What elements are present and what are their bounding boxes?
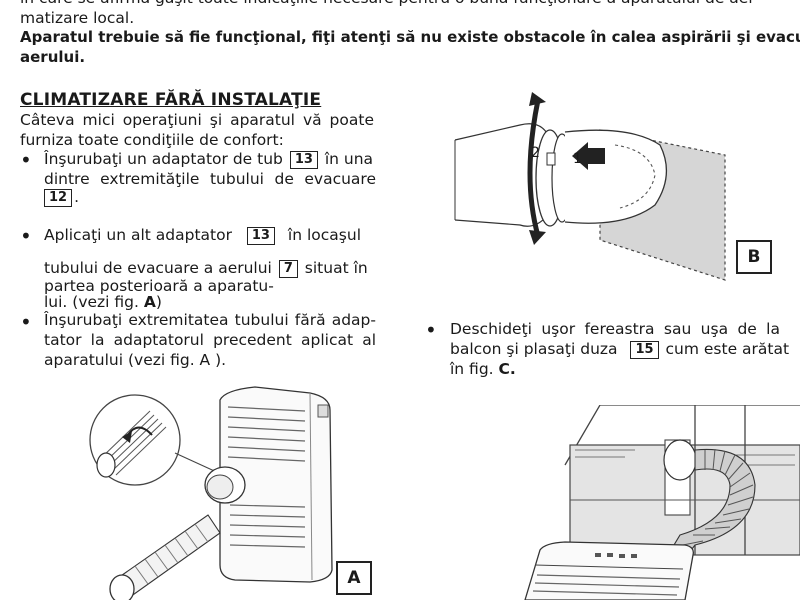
bullet-dot: • (20, 310, 32, 334)
bullet2-text-d: situat în (304, 259, 368, 277)
bullet3-line3: aparatului (vezi fig. A ). (44, 351, 227, 369)
bullet2-text-c: tubului de evacuare a aerului (44, 259, 272, 277)
bullet-dot: • (20, 224, 32, 248)
bullet3-line1: Înşurubaţi extremitatea tubului fără ada… (44, 311, 376, 329)
part-number-badge: 13 (246, 226, 275, 245)
bullet4-text-b: balcon şi plasaţi duza (450, 340, 618, 358)
figure-b-label-2: 2 (531, 145, 540, 161)
bullet2-line2: tubului de evacuare a aerului 7 situat î… (44, 258, 378, 278)
bullet4-text-c: cum este arătat (665, 340, 790, 358)
bullet-dot: • (20, 148, 32, 172)
bullet4-line3: în fig. C. (450, 359, 516, 379)
part-number-badge: 15 (630, 340, 659, 359)
warning-line1: Aparatul trebuie să fie funcţional, fiţi… (20, 28, 800, 46)
bullet2-close: ) (155, 293, 162, 311)
bullet3-line2: tator la adaptatorul precedent aplicat a… (44, 331, 376, 349)
bullet2-text-a: Aplicaţi un alt adaptator (44, 226, 232, 244)
bullet1-line2: dintre extremităţile tubului de evacuare (44, 170, 376, 188)
bullet1-end: . (74, 188, 80, 206)
figure-a-label: A (336, 561, 372, 595)
figure-b-label: B (736, 240, 772, 274)
figure-b-illustration (454, 92, 726, 281)
bullet2-line1: Aplicaţi un alt adaptator 13 în locaşul (44, 225, 376, 245)
top-text-line2: matizare local. (20, 9, 135, 27)
figure-b-label-1: 1 (573, 151, 582, 167)
intro-line1: Câteva mici operaţiuni şi aparatul vă po… (20, 111, 374, 129)
section-title: CLIMATIZARE FĂRĂ INSTALAŢIE (20, 90, 322, 110)
figure-a-illustration (89, 386, 333, 600)
bullet4-text-d: în fig. (450, 360, 494, 378)
bullet2-text-f: lui. (vezi fig. (44, 293, 139, 311)
part-number-badge: 13 (289, 150, 318, 169)
figure-c-illustration (524, 405, 800, 600)
bullet2-line4: lui. (vezi fig. A) (44, 292, 162, 312)
bullet2-line3: partea posterioară a aparatu- (44, 277, 274, 295)
part-number-badge: 12 (44, 188, 73, 207)
top-text-line1: în care se afirmă gaşit toate indicaţiil… (20, 0, 780, 8)
bullet1-line3: 12. (44, 187, 79, 207)
figure-ref: A (143, 293, 156, 311)
bullet1-line1: Înşurubaţi un adaptator de tub 13 în una (44, 149, 376, 169)
bullet1-text-b: în una (324, 150, 374, 168)
figure-ref: C. (498, 360, 516, 378)
bullet4-line1: Deschideţi uşor fereastra sau uşa de la (450, 320, 780, 338)
warning-line2: aerului. (20, 48, 86, 66)
bullet-dot: • (425, 318, 437, 342)
part-number-badge: 7 (278, 259, 298, 278)
intro-line2: furniza toate condiţiile de confort: (20, 131, 284, 149)
bullet4-line2: balcon şi plasaţi duza 15 cum este arăta… (450, 339, 789, 359)
bullet1-text-a: Înşurubaţi un adaptator de tub (44, 150, 283, 168)
bullet2-text-b: în locaşul (287, 226, 361, 244)
